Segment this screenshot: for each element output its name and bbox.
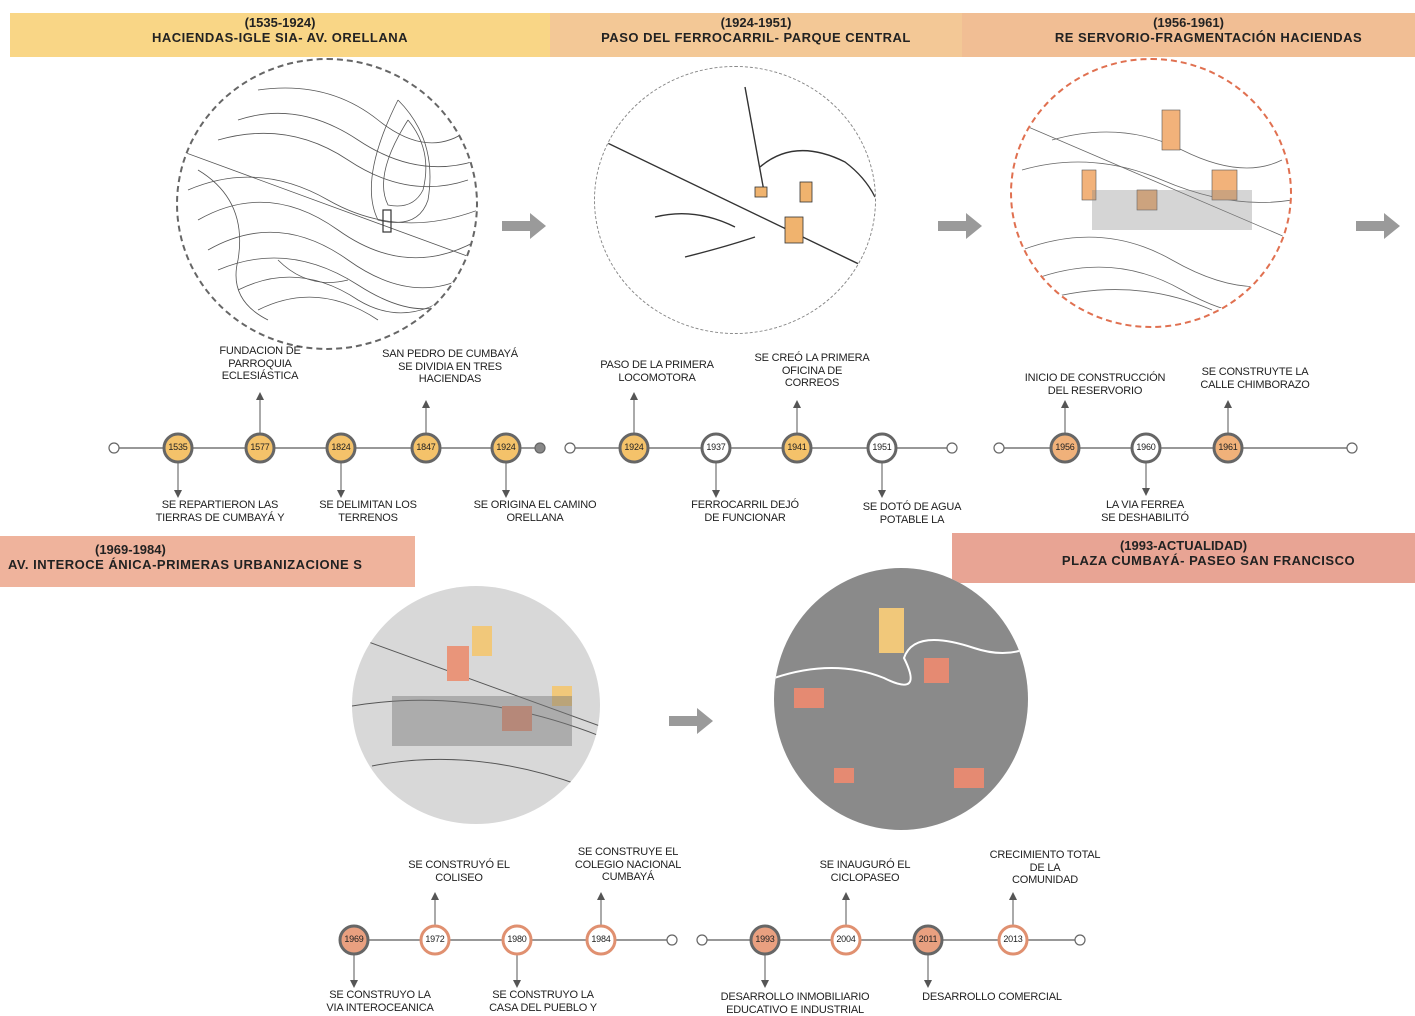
event-label: SE CONSTRUYO LA VIA INTEROCEANICA: [326, 989, 434, 1014]
event-label: SE DOTÓ DE AGUA POTABLE LA: [862, 501, 962, 526]
event-label: SAN PEDRO DE CUMBAYÁ SE DIVIDIA EN TRES …: [382, 348, 518, 386]
event-label: FERROCARRIL DEJÓ DE FUNCIONAR: [691, 499, 799, 524]
event-label: DESARROLLO COMERCIAL: [922, 991, 1062, 1003]
event-label: FUNDACION DE PARROQUIA ECLESIÁSTICA: [219, 345, 301, 383]
period-years-5: (1993-ACTUALIDAD): [1119, 538, 1248, 553]
map-1956-1961: [1010, 58, 1292, 328]
period-banner-2: (1924-1951) PASO DEL FERROCARRIL- PARQUE…: [550, 13, 962, 57]
event-label: INICIO DE CONSTRUCCIÓN DEL RESERVORIO: [1024, 372, 1166, 397]
map-1535-1924: [176, 58, 478, 350]
arrow-right-icon: [938, 213, 982, 239]
period-banner-4: (1969-1984) AV. INTEROCE ÁNICA-PRIMERAS …: [0, 536, 415, 587]
node-year-label: 2013: [1003, 934, 1023, 944]
node-year-label: 1984: [591, 934, 611, 944]
node-year-label: 1847: [416, 442, 436, 452]
period-name-3: RE SERVORIO-FRAGMENTACIÓN HACIENDAS: [1054, 29, 1363, 45]
node-year-label: 1824: [331, 442, 351, 452]
arrow-right-icon: [502, 213, 546, 239]
event-label: SE CONSTRUYÓ EL COLISEO: [408, 859, 510, 884]
event-label: CRECIMIENTO TOTAL DE LA COMUNIDAD: [989, 849, 1101, 887]
node-year-label: 1924: [624, 442, 644, 452]
node-year-label: 2011: [918, 934, 938, 944]
node-year-label: 1956: [1055, 442, 1075, 452]
event-label: SE CONSTRUYO LA CASA DEL PUEBLO Y: [489, 989, 597, 1014]
map-1924-1951: [594, 66, 876, 334]
event-label: PASO DE LA PRIMERA LOCOMOTORA: [600, 359, 714, 384]
urban-map-3: [1012, 109, 1290, 314]
node-year-label: 1972: [425, 934, 445, 944]
node-year-label: 1969: [344, 934, 364, 944]
arrow-right-icon: [1356, 213, 1400, 239]
map-1969-1984: [352, 586, 600, 824]
period-name-4: AV. INTEROCE ÁNICA-PRIMERAS URBANIZACION…: [8, 556, 363, 572]
node-year-label: 1924: [496, 442, 516, 452]
period-banner-5: (1993-ACTUALIDAD) PLAZA CUMBAYÁ- PASEO S…: [952, 533, 1415, 583]
event-label: SE CONSTRUYTE LA CALLE CHIMBORAZO: [1200, 366, 1310, 391]
node-year-label: 1937: [706, 442, 726, 452]
event-label: SE DELIMITAN LOS TERRENOS: [319, 499, 417, 524]
period-years-3: (1956-1961): [1153, 15, 1224, 30]
period-name-2: PASO DEL FERROCARRIL- PARQUE CENTRAL: [601, 29, 911, 45]
rail-map-2: [595, 86, 875, 268]
period-name-5: PLAZA CUMBAYÁ- PASEO SAN FRANCISCO: [1061, 552, 1356, 568]
urban-map-5: [774, 568, 1028, 830]
period-banner-1: (1535-1924) HACIENDAS-IGLE SIA- AV. OREL…: [10, 13, 550, 57]
period-name-1: HACIENDAS-IGLE SIA- AV. ORELLANA: [151, 29, 409, 45]
node-year-label: 1980: [507, 934, 527, 944]
event-label: LA VIA FERREA SE DESHABILITÓ: [1101, 499, 1189, 524]
period-years-4: (1969-1984): [95, 542, 166, 557]
node-year-label: 1961: [1218, 442, 1238, 452]
event-label: SE CONSTRUYE EL COLEGIO NACIONAL CUMBAYÁ: [574, 846, 682, 884]
period-years-1: (1535-1924): [244, 15, 316, 30]
period-years-2: (1924-1951): [720, 15, 792, 30]
node-year-label: 1960: [1136, 442, 1156, 452]
node-year-label: 1535: [168, 442, 188, 452]
event-label: DESARROLLO INMOBILIARIO EDUCATIVO E INDU…: [720, 991, 870, 1016]
map-1993-actualidad: [774, 568, 1028, 830]
timeline-3: [993, 400, 1358, 496]
arrow-right-icon: [669, 708, 713, 734]
event-label: SE ORIGINA EL CAMINO ORELLANA: [473, 499, 597, 524]
node-year-label: 1951: [872, 442, 892, 452]
period-banner-3: (1956-1961) RE SERVORIO-FRAGMENTACIÓN HA…: [962, 13, 1415, 57]
event-label: SE CREÓ LA PRIMERA OFICINA DE CORREOS: [754, 352, 870, 390]
urban-map-4: [352, 586, 600, 824]
node-year-label: 1993: [755, 934, 775, 944]
node-year-label: 2004: [836, 934, 856, 944]
event-label: SE REPARTIERON LAS TIERRAS DE CUMBAYÁ Y: [155, 499, 285, 524]
node-year-label: 1577: [250, 442, 270, 452]
event-label: SE INAUGURÓ EL CICLOPASEO: [819, 859, 911, 884]
node-year-label: 1941: [787, 442, 807, 452]
contour-map-1: [178, 87, 476, 321]
